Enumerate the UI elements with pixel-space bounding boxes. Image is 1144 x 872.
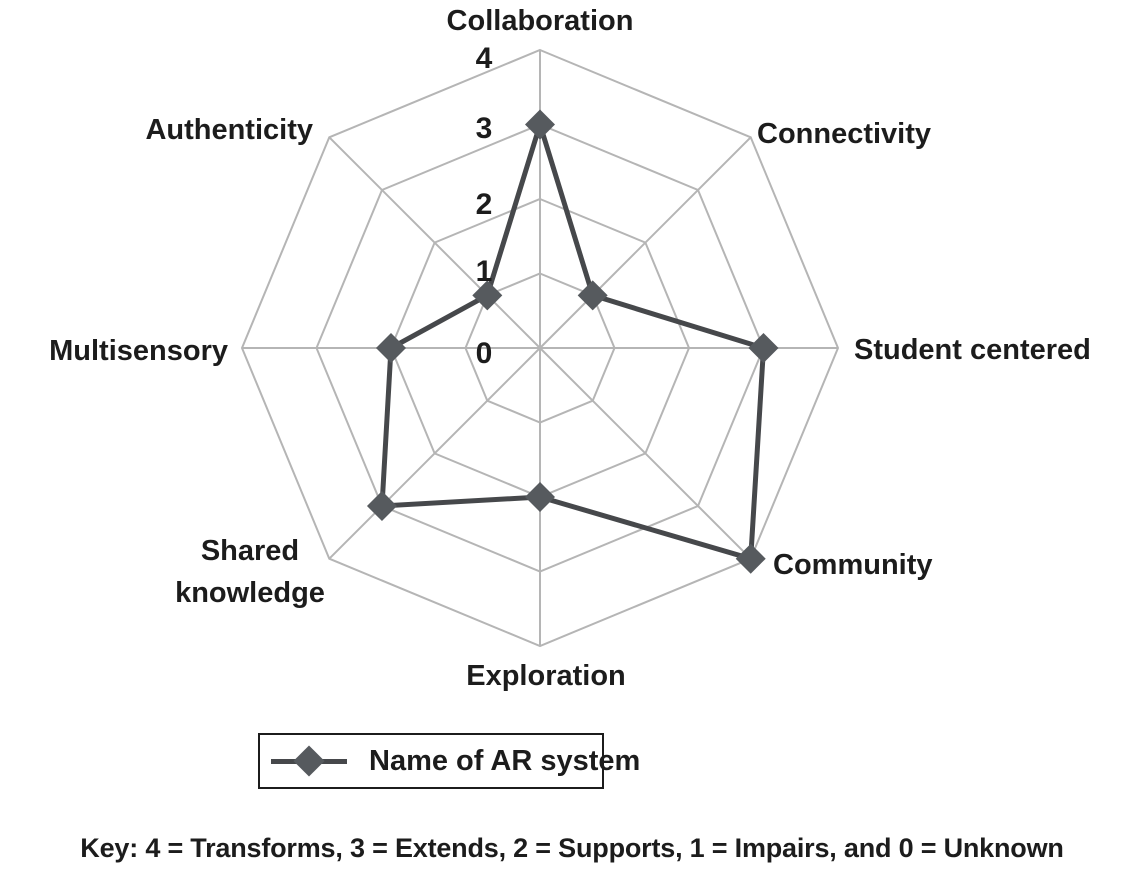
- marker-collaboration: [525, 109, 555, 140]
- legend-label: Name of AR system: [369, 744, 641, 777]
- axis-line-authenticity: [328, 136, 541, 349]
- marker-connectivity: [577, 280, 608, 311]
- legend-series-marker: [271, 745, 355, 777]
- marker-multisensory: [376, 333, 406, 363]
- axis-line-shared-knowledge: [328, 347, 541, 560]
- axis-label-collaboration: Collaboration: [447, 5, 634, 37]
- axis-label-student-centered: Student centered: [854, 334, 1091, 366]
- tick-label-3: 3: [476, 112, 493, 145]
- marker-student-centered: [748, 333, 779, 363]
- scale-key-text: Key: 4 = Transforms, 3 = Extends, 2 = Su…: [80, 833, 1064, 863]
- tick-label-1: 1: [476, 255, 493, 288]
- diamond-marker-icon: [293, 745, 325, 777]
- tick-label-0: 0: [476, 337, 493, 370]
- axis-label-connectivity: Connectivity: [757, 118, 931, 150]
- axis-line-connectivity: [539, 136, 752, 349]
- axis-label-multisensory: Multisensory: [49, 335, 228, 367]
- marker-authenticity: [472, 280, 503, 311]
- axis-line-community: [539, 347, 752, 560]
- tick-label-2: 2: [476, 188, 493, 221]
- marker-exploration: [525, 482, 555, 512]
- tick-label-4: 4: [476, 42, 493, 75]
- marker-community: [735, 543, 766, 574]
- axis-label-exploration: Exploration: [466, 660, 626, 692]
- series-polygon: [379, 116, 767, 562]
- legend-box: Name of AR system: [258, 733, 640, 789]
- marker-shared-knowledge: [366, 491, 397, 522]
- axis-label-authenticity: Authenticity: [145, 114, 313, 146]
- axis-label-community: Community: [773, 549, 933, 581]
